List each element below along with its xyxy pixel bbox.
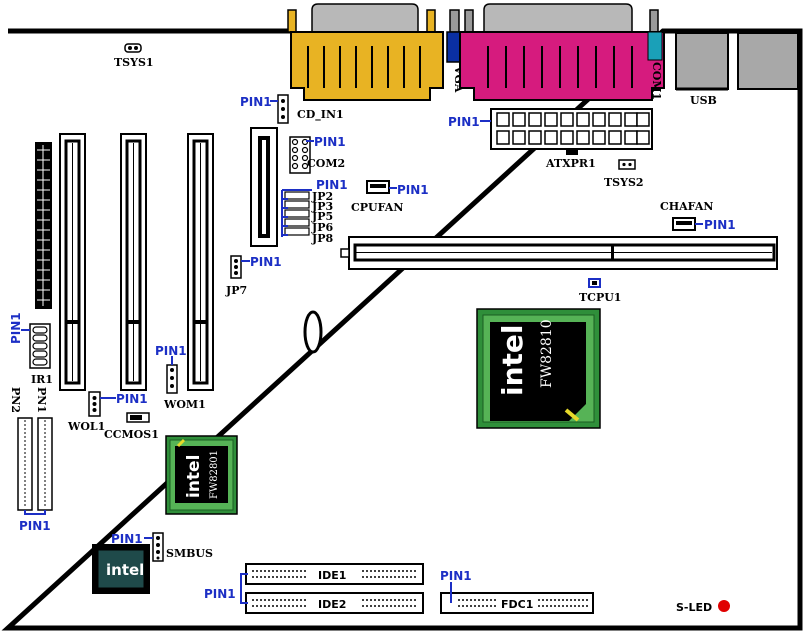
printer-port [287,3,444,101]
battery-oval [303,310,323,354]
pin1-com2: PIN1 [314,135,346,149]
pin1-cpufan: PIN1 [397,183,429,197]
cd-in1-label: CD_IN1 [297,108,344,122]
fw82801-brand: intel [184,455,204,498]
wom1-label: WOM1 [163,398,206,411]
tcpu1-sensor: TCPU1 [579,278,621,304]
jp6-label: JP6 [311,221,333,234]
pn1-label: PN1 [35,387,48,413]
ccmos1-label: CCMOS1 [104,428,159,441]
smbus-label: SMBUS [166,547,213,560]
usb-port: USB [675,32,799,107]
chafan-header: CHAFAN PIN1 [660,200,736,232]
ccmos1-jumper: CCMOS1 [104,412,159,441]
pin1-atxpr1: PIN1 [448,115,480,129]
ide2-connector: IDE2 [245,592,424,614]
pin1-wom1: PIN1 [155,344,187,358]
pci-slot-2 [120,133,147,391]
fw82801-part: FW82801 [209,450,220,499]
jp2-label: JP2 [311,190,333,203]
tcpu1-label: TCPU1 [579,291,621,304]
s-led-indicator-icon [718,600,730,612]
tsys2-header: TSYS2 [604,159,644,189]
pn2-label: PN2 [9,387,22,413]
atxpr1-connector: ATXPR1 PIN1 [448,108,653,170]
s-led-label: S-LED [676,601,712,614]
cpufan-header: CPUFAN PIN1 [351,180,429,214]
fdc1-connector: FDC1 PIN1 [440,569,594,614]
chip-fw82801: intel FW82801 [165,435,238,515]
pci-slot-1 [59,133,86,391]
s-led: S-LED [676,600,730,614]
com2-connector [250,127,278,247]
com1-port: COM1 [459,3,665,101]
jp-jumper-block: JP2 JP3 JP5 JP6 JP8 PIN1 [281,178,348,245]
com2-label: COM2 [307,157,345,170]
tsys1-header: TSYS1 [114,43,154,69]
pci-slot-3 [187,133,214,391]
pin1-pn: PIN1 [19,519,51,533]
board-outline [1,28,803,631]
ide1-connector: IDE1 [245,563,424,585]
pin1-ide: PIN1 [204,587,236,601]
fw82810-part: FW82810 [539,319,555,388]
chip-firmware-hub: intel [92,544,150,594]
com1-label: COM1 [650,62,663,100]
tsys1-label: TSYS1 [114,56,154,69]
jp7-label: JP7 [225,284,247,297]
pin1-ir1: PIN1 [9,312,23,344]
pin1-chafan: PIN1 [704,218,736,232]
ide1-label: IDE1 [318,569,346,582]
chafan-label: CHAFAN [660,200,713,213]
atxpr1-label: ATXPR1 [545,157,596,170]
jp3-label: JP3 [311,200,333,213]
fw82810-brand: intel [496,324,529,396]
fdc1-label: FDC1 [501,598,533,611]
smbus-header: SMBUS PIN1 [111,532,213,562]
cd-in1-header: CD_IN1 PIN1 [240,94,344,124]
usb-label: USB [690,94,717,107]
pin1-wol1: PIN1 [116,392,148,406]
jp5-label: JP5 [311,210,333,223]
pin1-cd-in1: PIN1 [240,95,272,109]
pin1-jp7: PIN1 [250,255,282,269]
cpu-slot [340,236,778,270]
jp7-jumper: JP7 PIN1 [225,255,282,297]
chip-fw82810: intel FW82810 [476,308,601,429]
pin1-fdc1: PIN1 [440,569,472,583]
wol1-header: WOL1 PIN1 [67,391,148,433]
pn2-header: PN2 [9,387,33,511]
pin1-smbus: PIN1 [111,532,143,546]
pin1-jp: PIN1 [316,178,348,192]
wom1-header: WOM1 PIN1 [155,344,206,411]
jp8-label: JP8 [311,232,333,245]
ir1-header: IR1 PIN1 [9,312,53,386]
wol1-label: WOL1 [67,420,105,433]
tsys2-label: TSYS2 [604,176,644,189]
pn1-header: PN1 PIN1 [19,387,53,533]
ir1-label: IR1 [31,373,53,386]
firmware-brand: intel [106,561,144,579]
ide2-label: IDE2 [318,598,346,611]
left-panel-connector [35,142,52,309]
ide-pin1-bracket [240,573,248,604]
com2-header: COM2 PIN1 [289,135,346,174]
cpufan-label: CPUFAN [351,201,403,214]
